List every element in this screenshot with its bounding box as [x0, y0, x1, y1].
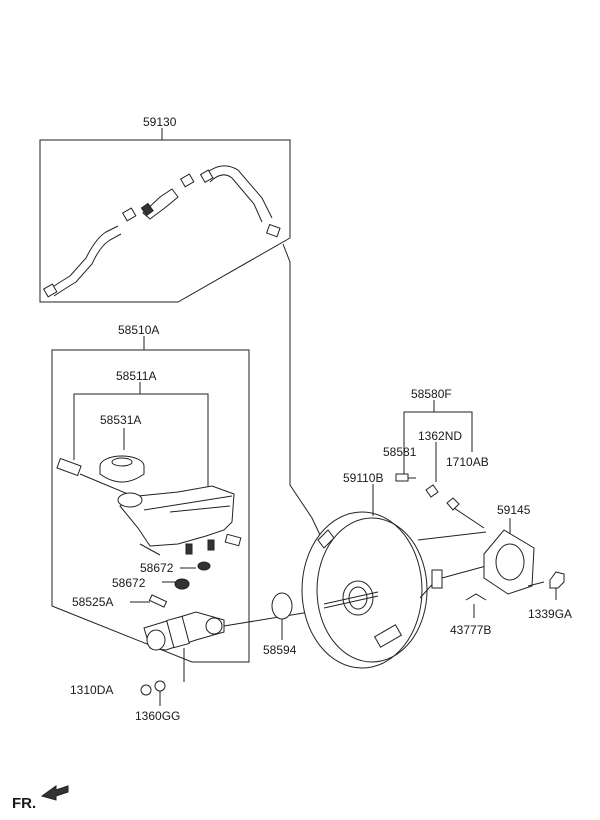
gasket — [465, 518, 565, 618]
label-58581: 58581 — [383, 445, 417, 459]
label-58672-lower: 58672 — [112, 576, 146, 590]
label-59110B: 59110B — [343, 471, 383, 485]
label-58594: 58594 — [263, 643, 297, 657]
label-58531A: 58531A — [100, 413, 141, 427]
front-arrow-icon — [40, 785, 69, 801]
label-58510A: 58510A — [118, 323, 159, 337]
brake-booster — [301, 484, 487, 669]
label-58580F: 58580F — [411, 387, 452, 401]
label-1362ND: 1362ND — [418, 429, 462, 443]
seal-58594 — [271, 592, 293, 620]
label-59130: 59130 — [143, 115, 177, 129]
label-58672-upper: 58672 — [140, 561, 174, 575]
front-label: FR. — [12, 795, 36, 812]
label-58525A: 58525A — [72, 595, 113, 609]
seal-1360GG — [154, 680, 166, 692]
vacuum-line — [282, 243, 321, 536]
label-1360GG: 1360GG — [135, 709, 180, 723]
label-59145: 59145 — [497, 503, 531, 517]
hose-assembly-group — [39, 128, 291, 303]
label-43777B: 43777B — [450, 623, 491, 637]
label-1339GA: 1339GA — [528, 607, 572, 621]
reservoir-group — [51, 336, 323, 682]
label-1710AB: 1710AB — [446, 455, 489, 469]
nut-1310DA — [140, 684, 152, 696]
label-1310DA: 1310DA — [70, 683, 113, 697]
front-direction-indicator: FR. — [12, 785, 69, 812]
bracket-hardware — [395, 400, 485, 529]
label-58511A: 58511A — [116, 369, 156, 383]
